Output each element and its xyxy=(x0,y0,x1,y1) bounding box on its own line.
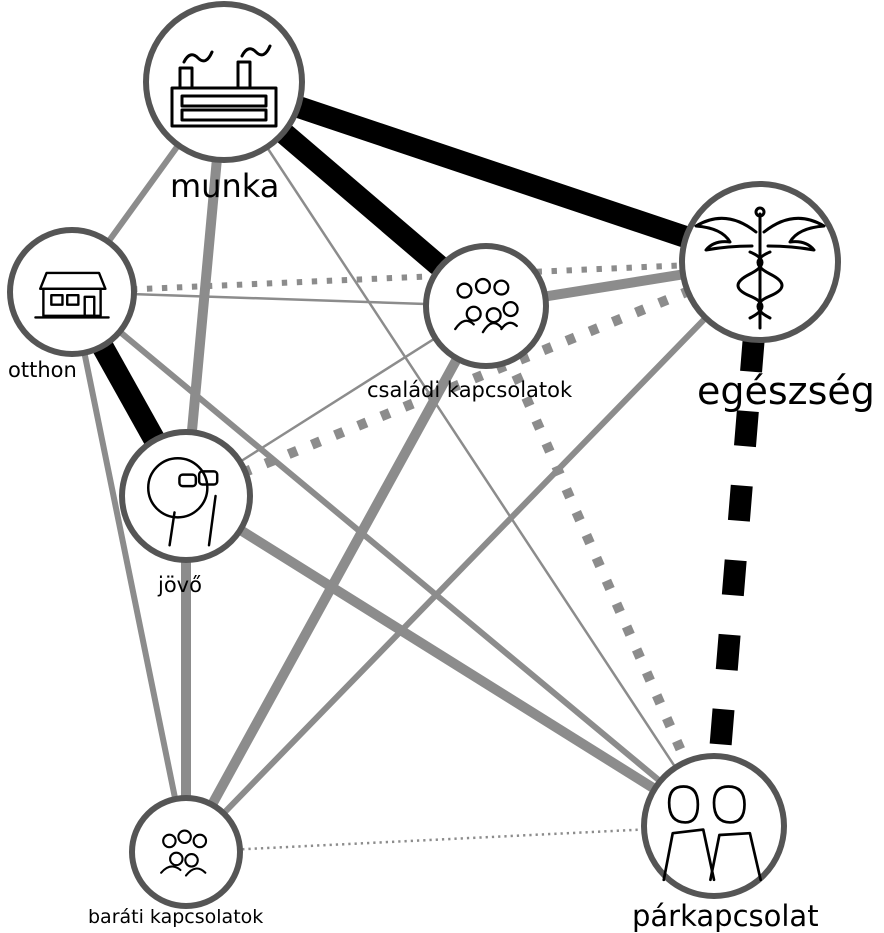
edge-egeszseg-jovo xyxy=(184,257,762,501)
node-park xyxy=(641,753,787,899)
node-label-csaladi: családi kapcsolatok xyxy=(367,378,573,402)
edge-munka-egeszseg xyxy=(220,71,764,273)
edge-csaladi-park xyxy=(481,303,719,829)
edge-otthon-barati xyxy=(69,291,189,853)
edge-jovo-park xyxy=(183,491,717,831)
edge-otthon-egeszseg xyxy=(71,259,761,295)
friends-icon xyxy=(160,829,208,877)
edge-otthon-csaladi xyxy=(71,290,487,308)
node-barati xyxy=(129,795,243,909)
node-munka xyxy=(143,1,305,163)
node-label-jovo: jövő xyxy=(158,573,202,597)
edge-egeszseg-park xyxy=(703,261,771,827)
node-label-park: párkapcsolat xyxy=(632,899,819,933)
node-label-munka: munka xyxy=(170,167,280,205)
node-csaladi xyxy=(423,243,549,369)
node-label-otthon: otthon xyxy=(8,358,77,382)
caduceus-icon xyxy=(694,206,826,330)
binoculars-icon xyxy=(147,457,219,547)
edge-barati-park xyxy=(185,824,715,854)
couple-icon xyxy=(662,785,762,882)
edge-egeszseg-barati xyxy=(183,259,763,855)
factory-icon xyxy=(170,44,278,128)
node-circle-csaladi xyxy=(423,243,549,369)
nodes-layer xyxy=(7,1,841,909)
node-egeszseg xyxy=(679,181,841,343)
node-circle-barati xyxy=(129,795,243,909)
node-circle-park xyxy=(641,753,787,899)
node-circle-jovo xyxy=(119,429,253,563)
edge-munka-park xyxy=(222,81,716,827)
edge-otthon-park xyxy=(70,289,716,829)
node-label-barati: baráti kapcsolatok xyxy=(88,906,264,928)
node-otthon xyxy=(7,227,137,357)
node-label-egeszseg: egészség xyxy=(697,369,875,413)
node-jovo xyxy=(119,429,253,563)
node-circle-otthon xyxy=(7,227,137,357)
node-circle-munka xyxy=(143,1,305,163)
family-icon xyxy=(454,277,519,334)
house-icon xyxy=(34,271,110,319)
